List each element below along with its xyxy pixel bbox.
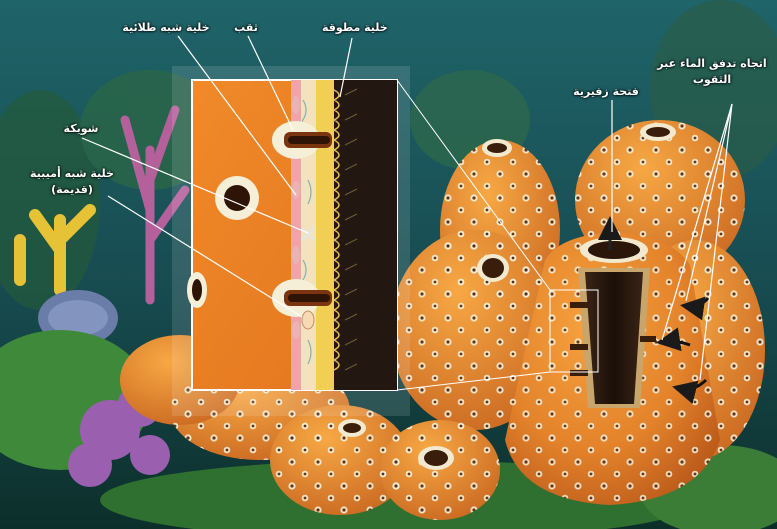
label-osculum: فتحة زفيرية [566, 84, 646, 100]
label-water-flow: اتجاه تدفق الماء عبر الثقوب [650, 56, 774, 88]
cell-detail-inset [172, 66, 410, 416]
label-porocyte: ثقب [228, 20, 264, 36]
label-amoebocyte: خلية شبه أميبية (قديمة) [14, 166, 130, 198]
label-amoebocyte-line1: خلية شبه أميبية [14, 166, 130, 182]
label-choanocyte: خلية مطوقة [322, 20, 382, 36]
label-spicule: شويكة [46, 121, 116, 137]
label-pinacocyte: خلية شبه طلائية [116, 20, 216, 36]
label-water-flow-line1: اتجاه تدفق الماء عبر [650, 56, 774, 72]
label-amoebocyte-line2: (قديمة) [14, 182, 130, 198]
amoebocyte [302, 311, 314, 329]
label-water-flow-line2: الثقوب [650, 72, 774, 88]
